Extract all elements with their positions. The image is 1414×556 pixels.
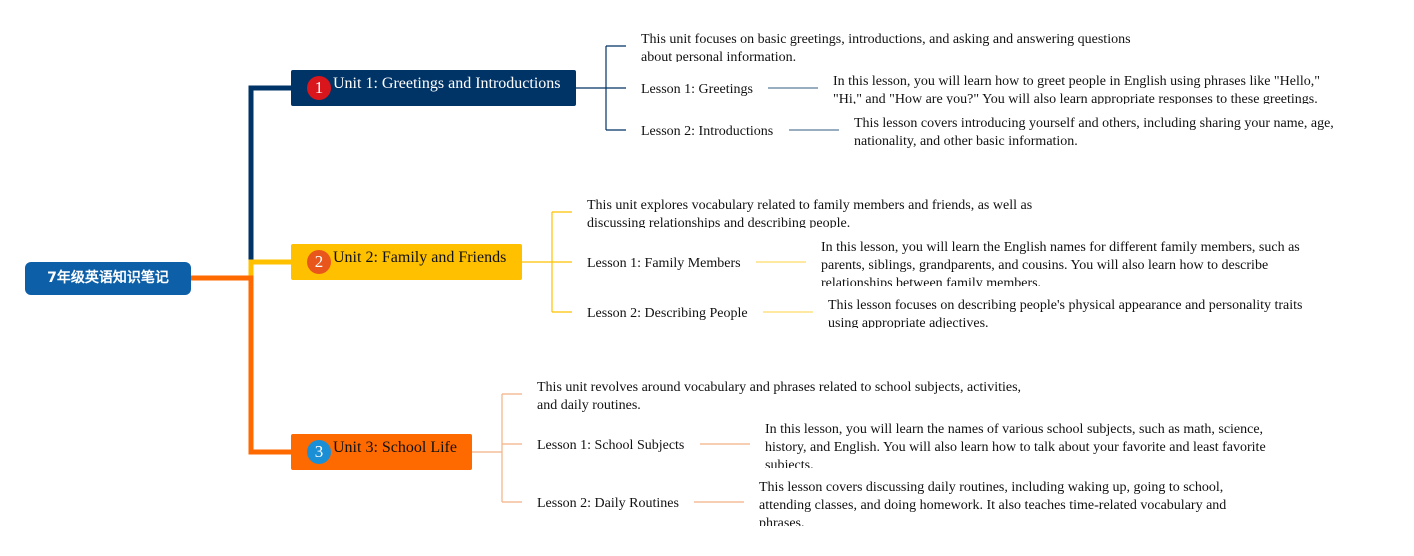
unit3-node[interactable]: 3 Unit 3: School Life: [291, 434, 472, 470]
unit3-lesson2-detail: This lesson covers discussing daily rout…: [759, 480, 1227, 526]
unit1-number-badge: 1: [307, 76, 331, 100]
unit2-lesson2-detail: This lesson focuses on describing people…: [828, 298, 1303, 328]
unit3-lesson2-title: Lesson 2: Daily Routines: [537, 496, 679, 511]
unit1-node[interactable]: 1 Unit 1: Greetings and Introductions: [291, 70, 576, 106]
unit2-connector: [522, 211, 572, 313]
unit3-summary: This unit revolves around vocabulary and…: [537, 380, 1022, 413]
unit1-connector: [576, 45, 626, 131]
unit2-number-badge: 2: [307, 250, 331, 274]
unit3-lesson1-detail: In this lesson, you will learn the names…: [765, 422, 1266, 468]
unit1-summary: This unit focuses on basic greetings, in…: [641, 32, 1131, 62]
unit1-lesson2-title: Lesson 2: Introductions: [641, 124, 774, 139]
branch-line-unit3: [191, 275, 291, 455]
unit1-lesson1-title: Lesson 1: Greetings: [641, 82, 753, 97]
unit3-title: Unit 3: School Life: [333, 439, 457, 456]
unit2-title: Unit 2: Family and Friends: [333, 249, 507, 266]
unit2-lesson2-title: Lesson 2: Describing People: [587, 306, 748, 321]
unit3-number-badge: 3: [307, 440, 331, 464]
unit2-summary: This unit explores vocabulary related to…: [587, 198, 1033, 228]
unit1-lesson2-detail: This lesson covers introducing yourself …: [854, 116, 1334, 148]
branch-line-unit1: [191, 85, 291, 281]
unit3-lesson1-title: Lesson 1: School Subjects: [537, 438, 685, 453]
unit2-node[interactable]: 2 Unit 2: Family and Friends: [291, 244, 522, 280]
unit2-lesson1-detail: In this lesson, you will learn the Engli…: [821, 240, 1300, 286]
root-node[interactable]: 7年级英语知识笔记: [25, 262, 191, 295]
unit1-title: Unit 1: Greetings and Introductions: [333, 75, 561, 92]
unit1-lesson1-detail: In this lesson, you will learn how to gr…: [833, 74, 1320, 104]
unit3-connector: [472, 393, 522, 503]
unit2-lesson1-title: Lesson 1: Family Members: [587, 256, 741, 271]
